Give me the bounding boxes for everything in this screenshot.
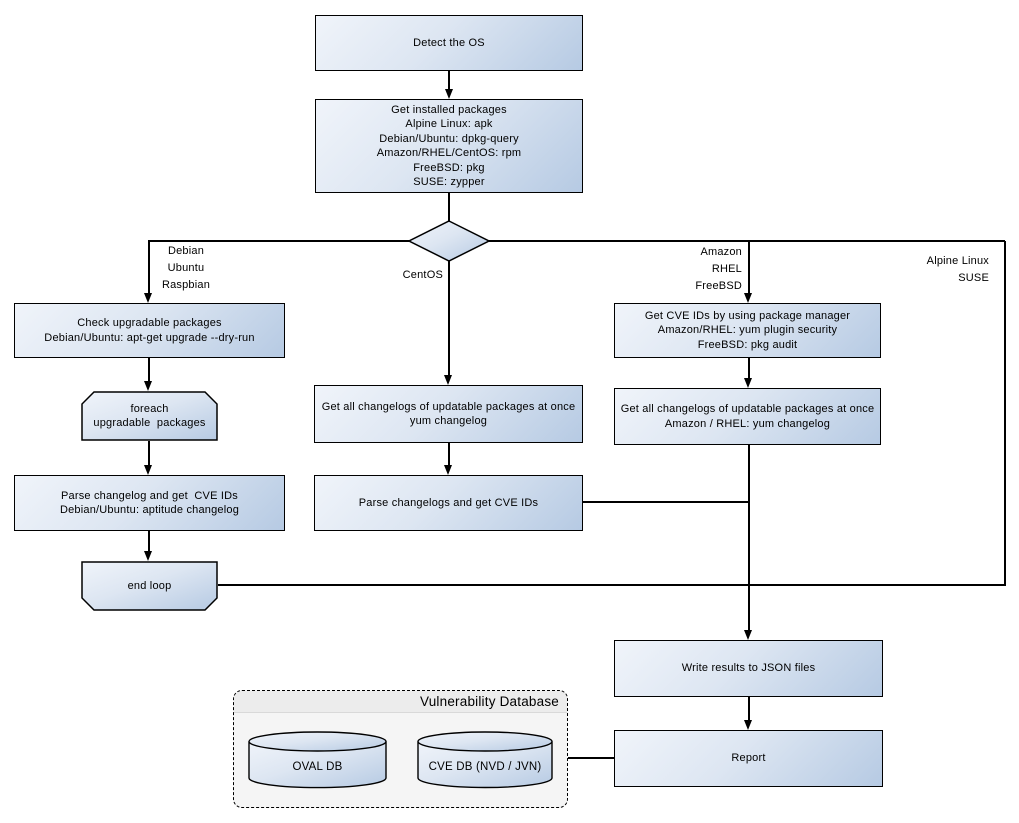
foreach-label: foreach upgradable packages [93, 402, 206, 430]
node-parse-changelog-debian: Parse changelog and get CVE IDs Debian/U… [14, 475, 285, 531]
arrowhead-installed [445, 89, 453, 99]
node-parse-changelogs-centos: Parse changelogs and get CVE IDs [314, 475, 583, 531]
connector-diamond-left [148, 240, 409, 242]
connector-parse-centos-right [583, 501, 749, 503]
end-loop-label: end loop [127, 579, 172, 592]
branch-label-centos: CentOS [402, 269, 443, 281]
arrowhead-foreach [144, 381, 152, 391]
connector-installed-to-diamond [448, 193, 450, 222]
connector-amazon-down [748, 241, 750, 296]
decision-os-diamond [408, 220, 490, 262]
loop-end-icon [81, 561, 218, 611]
node-detect-os: Detect the OS [315, 15, 583, 71]
connector-db-to-report [568, 757, 614, 759]
arrowhead-write-results [744, 630, 752, 640]
node-get-changelogs-amazon-rhel: Get all changelogs of updatable packages… [614, 388, 881, 445]
connector-centos-down [448, 260, 450, 378]
connector-centos-changelog-to-parse [448, 443, 450, 467]
node-report: Report [614, 730, 883, 787]
connector-endloop-right [218, 584, 1005, 586]
vulnerability-database-title: Vulnerability Database [234, 691, 567, 713]
node-get-cve-ids-package-manager: Get CVE IDs by using package manager Ama… [614, 303, 881, 358]
connector-amazon-to-write [748, 445, 750, 632]
connector-cveids-to-changelogs [748, 358, 750, 381]
connector-foreach-to-parse [148, 441, 150, 467]
arrowhead-check-upgradable [144, 293, 152, 303]
node-check-upgradable-packages: Check upgradable packages Debian/Ubuntu:… [14, 303, 285, 358]
arrowhead-end-loop [144, 551, 152, 561]
branch-label-amazon-group: Amazon RHEL FreeBSD [695, 246, 742, 292]
connector-detect-to-installed [448, 71, 450, 94]
node-end-loop: end loop [81, 561, 218, 611]
arrowhead-get-cve-ids [744, 293, 752, 303]
arrowhead-parse-centos [444, 465, 452, 475]
connector-write-to-report [748, 697, 750, 721]
branch-label-debian-group: Debian Ubuntu Raspbian [161, 245, 211, 291]
loop-limit-icon [81, 391, 218, 441]
database-icon [248, 731, 387, 789]
connector-diamond-right [489, 240, 1005, 242]
connector-parse-to-endloop [148, 531, 150, 553]
cve-db-label: CVE DB (NVD / JVN) [428, 761, 542, 773]
node-get-installed-packages: Get installed packages Alpine Linux: apk… [315, 99, 583, 193]
diamond-icon [408, 220, 490, 262]
arrowhead-parse-debian [144, 465, 152, 475]
arrowhead-changelogs-amazon [744, 378, 752, 388]
arrowhead-get-changelogs-centos [444, 375, 452, 385]
branch-label-alpine-group: Alpine Linux SUSE [926, 255, 989, 284]
database-icon [417, 731, 553, 789]
oval-db-label: OVAL DB [292, 761, 343, 773]
connector-alpine-down [1004, 241, 1006, 586]
oval-db-cylinder: OVAL DB [248, 731, 387, 789]
connector-check-to-foreach [148, 358, 150, 383]
node-write-results-json: Write results to JSON files [614, 640, 883, 697]
connector-debian-down [148, 241, 150, 295]
node-foreach-loop: foreach upgradable packages [81, 391, 218, 441]
arrowhead-report [744, 720, 752, 730]
node-get-changelogs-centos: Get all changelogs of updatable packages… [314, 385, 583, 443]
cve-db-cylinder: CVE DB (NVD / JVN) [417, 731, 553, 789]
